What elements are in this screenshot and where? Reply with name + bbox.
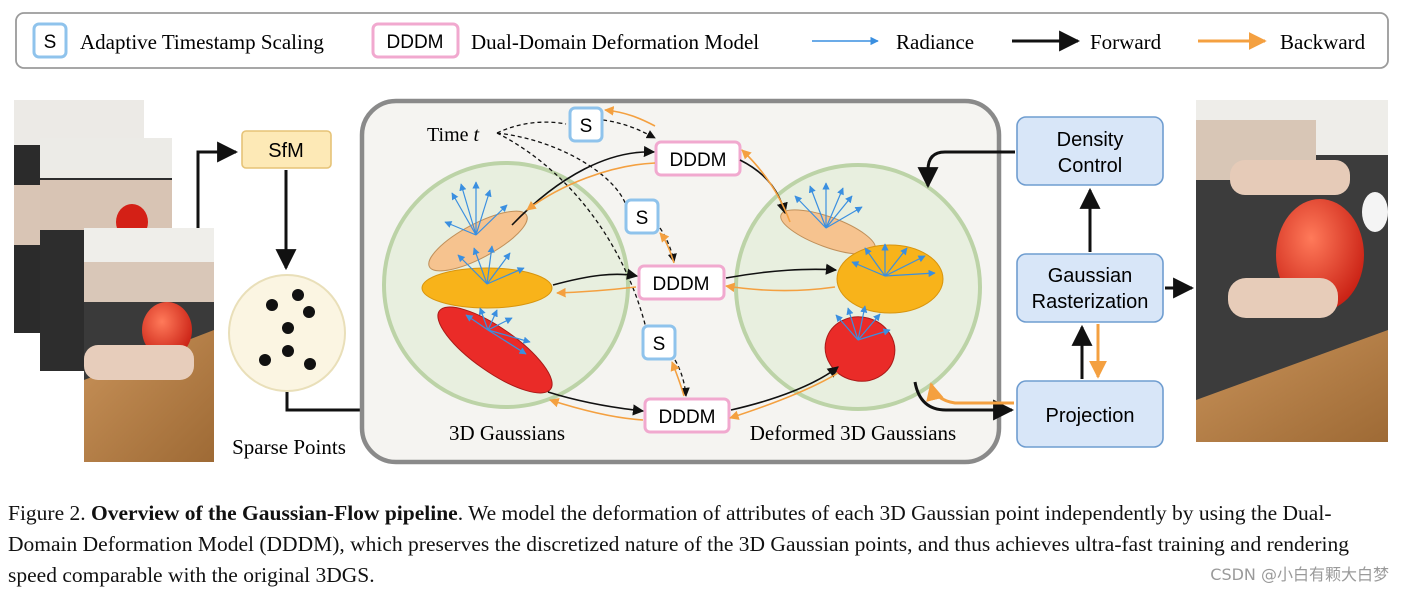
- arrow-density-to-deformed: [917, 150, 1015, 189]
- time-label: Time t: [427, 124, 480, 146]
- legend-backward-label: Backward: [1280, 30, 1366, 54]
- gaussians-label: 3D Gaussians: [449, 421, 565, 445]
- svg-text:S: S: [636, 208, 649, 229]
- caption-title: Overview of the Gaussian-Flow pipeline: [91, 501, 458, 525]
- radiance-rays-original: [444, 181, 531, 355]
- dddm-node-1: DDDM: [654, 140, 742, 177]
- backward-flows: [526, 106, 839, 421]
- caption-body: . We model the deformation of attributes…: [8, 501, 1349, 587]
- svg-text:DDDM: DDDM: [670, 150, 727, 171]
- legend-dddm-symbol: DDDM: [387, 32, 444, 53]
- svg-text:Gaussian: Gaussian: [1048, 265, 1133, 287]
- sparse-points: [228, 274, 346, 392]
- density-control-box: Density Control: [1016, 116, 1164, 186]
- sfm-box: [241, 130, 332, 169]
- svg-text:S: S: [580, 116, 593, 137]
- input-frames: [14, 100, 214, 462]
- dddm-node-2: DDDM: [637, 264, 726, 301]
- deformed-gaussians-label: Deformed 3D Gaussians: [750, 421, 956, 445]
- sparse-points-label: Sparse Points: [232, 435, 346, 459]
- s-node-1: S: [568, 106, 604, 143]
- figure-caption: Figure 2. Overview of the Gaussian-Flow …: [8, 498, 1398, 591]
- arrow-frames-to-sfm: [196, 141, 239, 228]
- original-gaussian-ellipses: [421, 210, 553, 394]
- legend-s-symbol: S: [44, 32, 57, 53]
- svg-text:Rasterization: Rasterization: [1032, 291, 1149, 313]
- gaussian-rasterization-box: Gaussian Rasterization: [1016, 253, 1164, 323]
- legend-dddm-label: Dual-Domain Deformation Model: [471, 30, 759, 54]
- projection-box: Projection: [1016, 380, 1164, 448]
- pepper-object: [142, 302, 192, 358]
- legend-frame: [15, 12, 1389, 69]
- rendered-output-image: [1196, 100, 1388, 442]
- backward-projection-to-deformed: [926, 382, 1014, 405]
- svg-text:S: S: [653, 334, 666, 355]
- radiance-rays-deformed: [794, 182, 936, 341]
- s-node-3: S: [641, 324, 677, 361]
- pipeline-figure: S Adaptive Timestamp Scaling DDDM Dual-D…: [14, 12, 1389, 465]
- watermark-text: CSDN @小白有颗大白梦: [1210, 565, 1389, 584]
- legend-s-symbol-box: [32, 22, 68, 59]
- svg-text:DDDM: DDDM: [659, 407, 716, 428]
- svg-text:Density: Density: [1057, 129, 1124, 151]
- svg-text:Projection: Projection: [1046, 405, 1135, 427]
- svg-text:DDDM: DDDM: [653, 274, 710, 295]
- legend-dddm-symbol-box: [371, 22, 460, 59]
- legend-radiance-label: Radiance: [896, 30, 974, 54]
- legend: S Adaptive Timestamp Scaling DDDM Dual-D…: [15, 12, 1389, 69]
- caption-prefix: Figure 2.: [8, 501, 86, 525]
- dddm-node-3: DDDM: [643, 397, 731, 434]
- arrow-deformed-to-projection: [913, 381, 1015, 421]
- legend-forward-label: Forward: [1090, 30, 1162, 54]
- deformed-gaussian-ellipses: [780, 209, 944, 382]
- legend-s-label: Adaptive Timestamp Scaling: [80, 30, 324, 54]
- svg-text:Control: Control: [1058, 155, 1122, 177]
- s-node-2: S: [624, 198, 660, 235]
- sfm-label: SfM: [268, 140, 304, 162]
- input-frame-3: [84, 228, 214, 462]
